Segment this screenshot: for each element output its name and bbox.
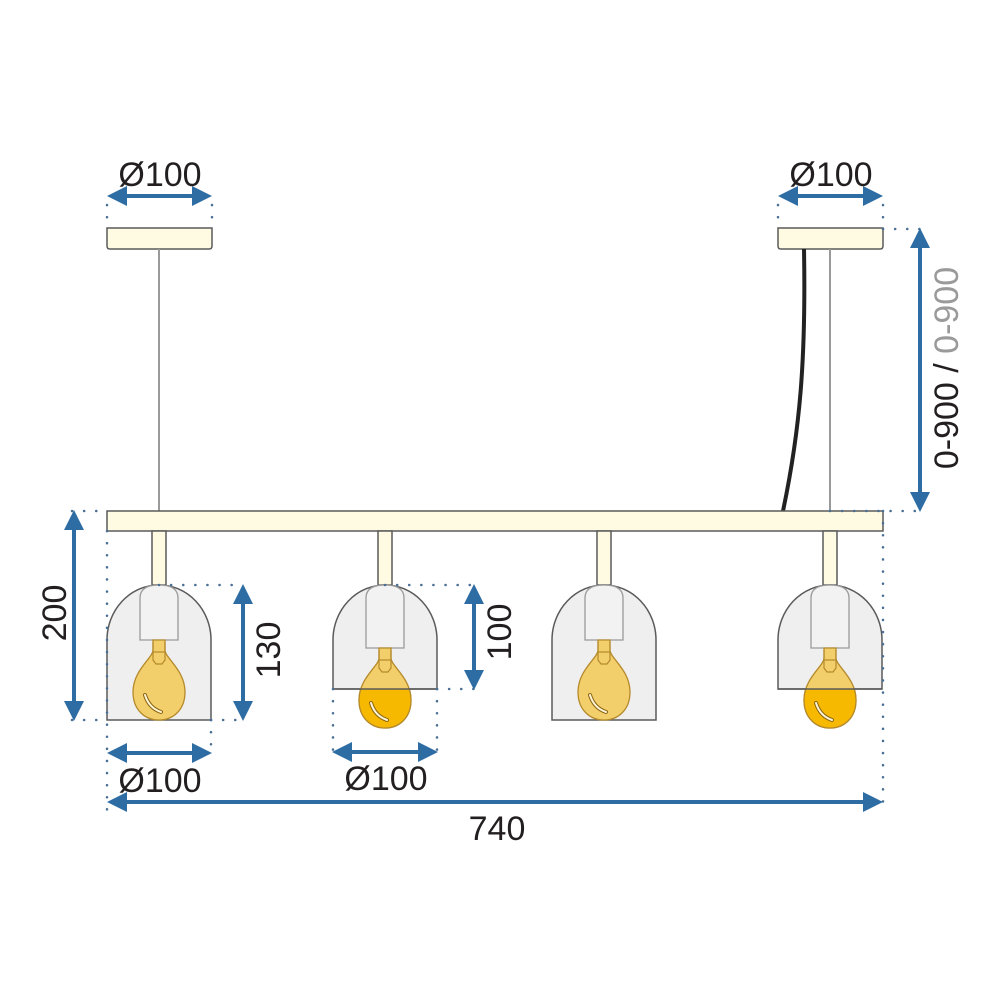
label-suspension-alt: 0-900 xyxy=(928,267,966,354)
label-suspension: 0-900 / 0-900 xyxy=(928,267,966,469)
stem-2 xyxy=(377,530,393,586)
label-total-width: 740 xyxy=(469,810,526,848)
power-cable xyxy=(781,248,807,512)
label-suspension-separator: / xyxy=(928,354,966,382)
label-total-height: 200 xyxy=(36,585,74,642)
bulb-3-icon xyxy=(577,639,631,721)
shade-2-short xyxy=(332,584,438,729)
socket-4 xyxy=(810,584,850,649)
shade-1-tall xyxy=(106,584,212,721)
shade-3-tall xyxy=(551,584,657,721)
socket-2 xyxy=(365,584,405,649)
bulb-2-icon xyxy=(358,647,412,729)
shade-4-short xyxy=(777,584,883,729)
stem-4 xyxy=(822,530,838,586)
label-shade-short-diameter: Ø100 xyxy=(344,760,427,798)
socket-3 xyxy=(584,584,624,641)
extension-lines xyxy=(70,203,922,812)
label-suspension-main: 0-900 xyxy=(928,382,966,469)
stem-3 xyxy=(596,530,612,586)
mounting-bar xyxy=(106,510,884,532)
bulb-4-icon xyxy=(803,647,857,729)
label-shade-short-height: 100 xyxy=(481,604,519,661)
label-canopy-right-diameter: Ø100 xyxy=(789,156,872,194)
canopy-left xyxy=(106,227,213,250)
label-shade-tall-diameter: Ø100 xyxy=(118,762,201,800)
label-shade-tall-height: 130 xyxy=(250,622,288,679)
bulb-1-icon xyxy=(132,639,186,721)
canopy-right xyxy=(777,227,884,250)
label-canopy-left-diameter: Ø100 xyxy=(118,156,201,194)
stem-1 xyxy=(151,530,167,586)
socket-1 xyxy=(139,584,179,641)
